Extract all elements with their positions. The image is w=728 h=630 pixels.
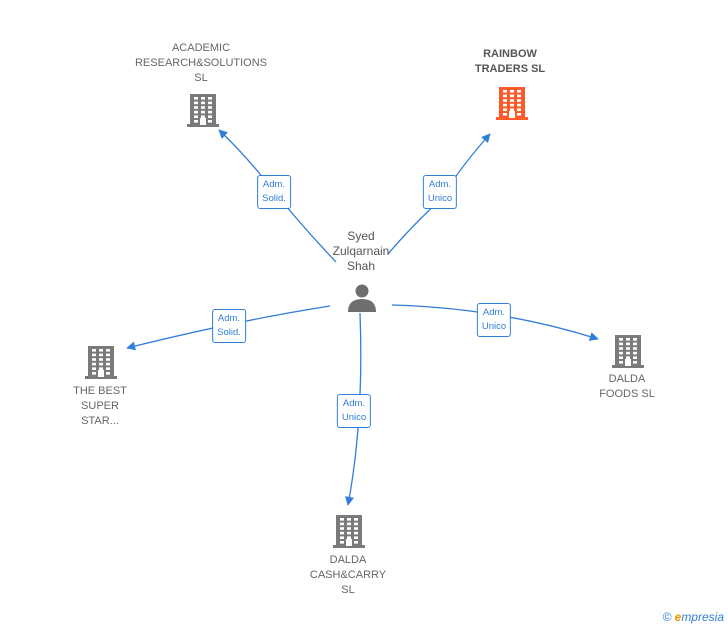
empresia-watermark: © empresia xyxy=(662,610,724,624)
company-label-best[interactable]: THE BEST SUPER STAR... xyxy=(73,385,127,427)
edge-academic xyxy=(218,129,261,175)
role-badge-dalda-cash: Adm. Unico xyxy=(336,394,372,428)
role-badge-academic: Adm. Solid. xyxy=(257,175,291,209)
company-label-rainbow[interactable]: RAINBOW TRADERS SL xyxy=(474,48,546,75)
building-icon xyxy=(333,515,365,548)
building-icon xyxy=(187,94,219,127)
person-name-label[interactable]: Syed Zulqarnain Shah xyxy=(332,229,390,273)
company-label-dalda-cash[interactable]: DALDA CASH&CARRY SL xyxy=(309,554,387,596)
company-label-academic[interactable]: ACADEMIC RESEARCH&SOLUTIONS SL xyxy=(134,42,268,84)
role-badge-dalda-foods: Adm. Unico xyxy=(476,303,512,337)
person-icon xyxy=(348,284,376,312)
building-icon xyxy=(612,335,644,368)
building-icon xyxy=(496,87,528,120)
company-label-dalda-foods[interactable]: DALDA FOODS SL xyxy=(599,373,655,400)
role-badge-rainbow: Adm. Unico xyxy=(422,175,458,209)
building-icon xyxy=(85,346,117,379)
role-badge-best: Adm. Solid. xyxy=(212,309,246,343)
